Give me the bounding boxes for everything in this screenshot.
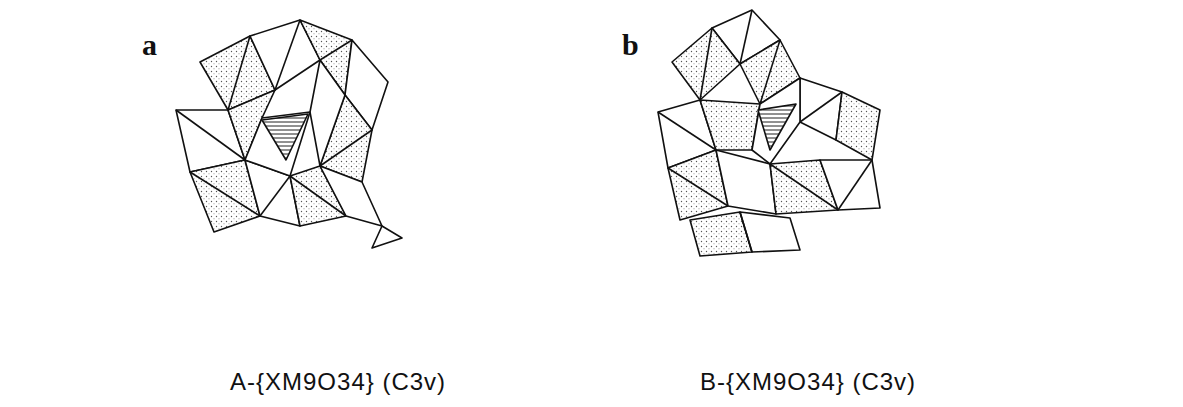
figure-caption: B-{XM9O34} (C3v) xyxy=(700,370,916,394)
polyhedron-a xyxy=(176,20,402,248)
panel-letter: b xyxy=(622,30,639,60)
figure-caption: A-{XM9O34} (C3v) xyxy=(230,370,446,394)
panel-letter: a xyxy=(142,30,157,60)
polyhedron-b xyxy=(658,10,880,256)
